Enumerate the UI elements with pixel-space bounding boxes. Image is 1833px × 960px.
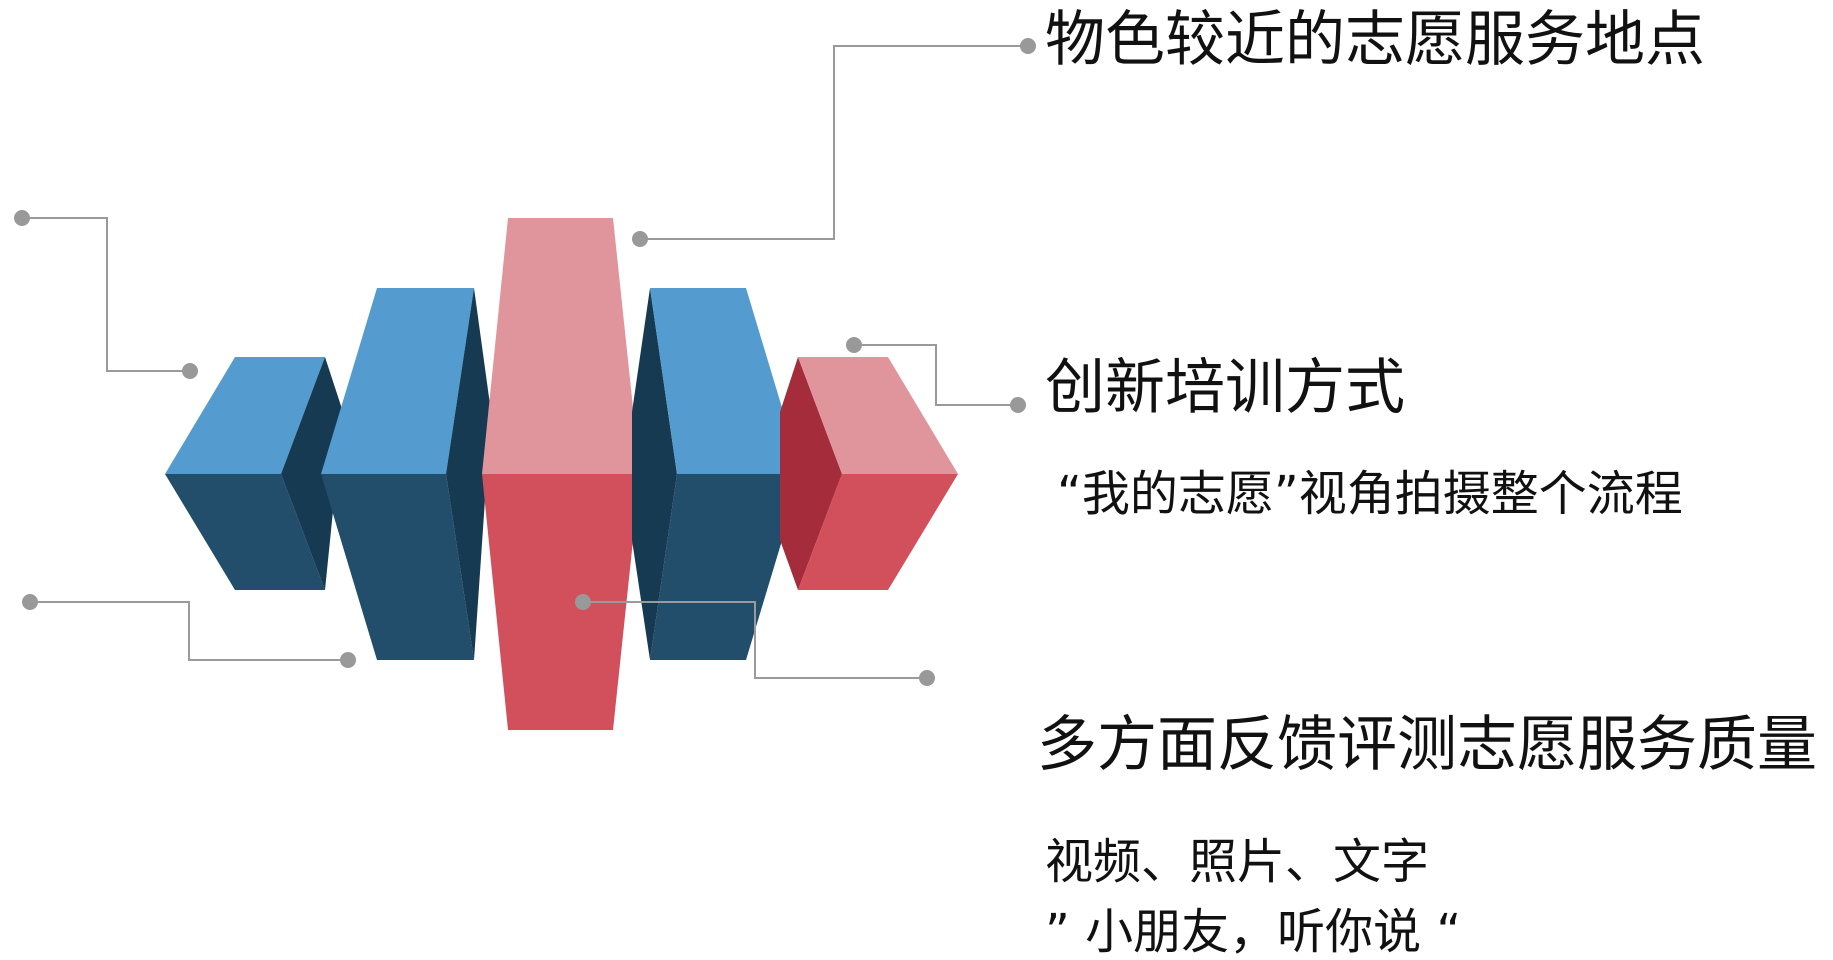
prism-block-1-top — [165, 357, 325, 474]
point-1-title: 物色较近的志愿服务地点 — [1045, 5, 1705, 75]
prism-block-5-side — [780, 357, 842, 590]
connector-dot — [14, 210, 30, 226]
prism-block-2-side — [446, 288, 491, 660]
prism-block-3 — [482, 218, 640, 730]
prism-block-3-front — [482, 474, 640, 730]
connector-dot — [846, 337, 862, 353]
point-3-title: 多方面反馈评测志愿服务质量 — [1037, 710, 1817, 780]
connector-dot — [1010, 397, 1026, 413]
prism-block-2-front — [321, 474, 474, 660]
prism-block-2-top — [321, 288, 474, 474]
prism-block-1-front — [165, 474, 325, 590]
connector-dot — [182, 363, 198, 379]
connector-line-1 — [640, 45, 1028, 240]
point-2-detail: “我的志愿”视角拍摄整个流程 — [1057, 466, 1683, 522]
prism-block-5-top — [798, 357, 958, 474]
connector-dot — [575, 594, 591, 610]
connector-dot — [1020, 38, 1036, 54]
prism-block-1-side — [281, 357, 343, 590]
prism-block-3-top — [482, 218, 640, 474]
prism-block-2 — [321, 288, 491, 660]
prism-block-5-front — [798, 474, 958, 590]
connector-dot — [919, 670, 935, 686]
prism-block-4-front — [650, 474, 802, 660]
connector-dot — [632, 231, 648, 247]
connector-dot — [22, 594, 38, 610]
point-2-title: 创新培训方式 — [1045, 353, 1405, 423]
point-3-detail-2: ” 小朋友，听你说 “ — [1045, 904, 1462, 960]
point-3-detail-1: 视频、照片、文字 — [1045, 834, 1430, 890]
connector-line-3 — [583, 601, 927, 679]
connector-dot — [340, 652, 356, 668]
prism-block-4-side — [632, 288, 677, 660]
prism-block-5 — [780, 357, 958, 590]
prism-block-4-top — [650, 288, 802, 474]
connector-line-left-top — [22, 217, 190, 372]
prism-block-1 — [165, 357, 343, 590]
connector-line-left-bottom — [30, 601, 348, 661]
connector-line-2 — [854, 344, 1018, 406]
prism-block-4 — [632, 288, 802, 660]
